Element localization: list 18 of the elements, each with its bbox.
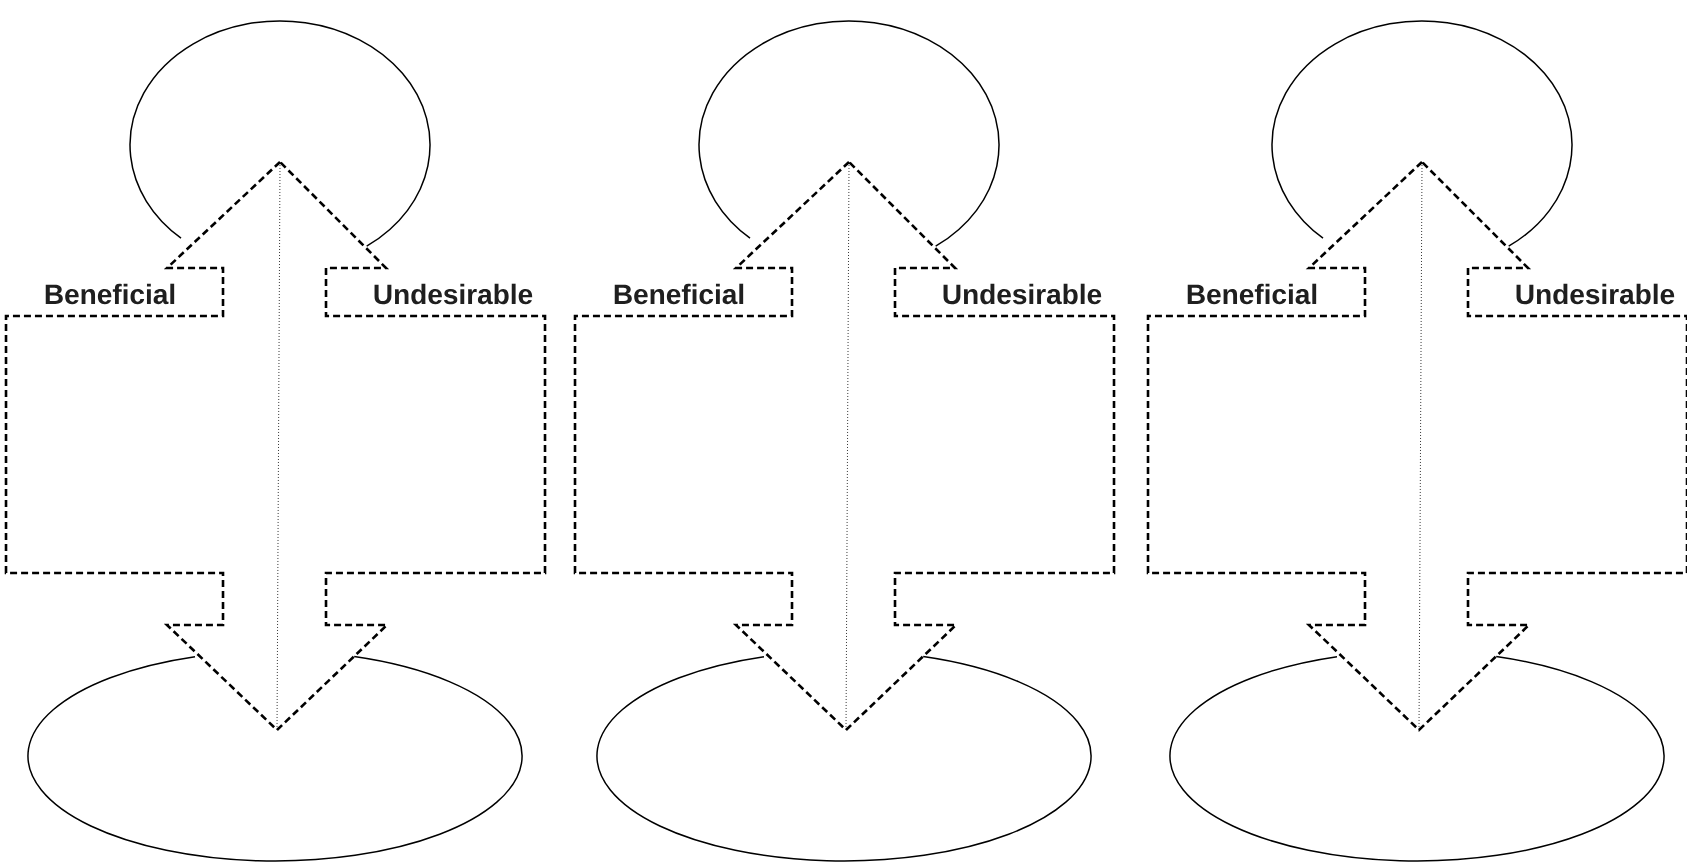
label-text: Beneficial [45,283,175,305]
label-text: Undesirable [1516,283,1675,305]
circle-outline [1271,20,1573,247]
center-line [276,161,281,731]
label-text: Undesirable [943,283,1102,305]
ellipse-outline [1169,655,1665,862]
double-arrow [4,160,547,732]
circle-outline [129,20,431,247]
center-line [845,161,850,731]
label-text: Beneficial [614,283,744,305]
center-line [1418,161,1423,731]
label-text: Beneficial [1187,283,1317,305]
ellipse-outline [596,655,1092,862]
circle-outline [698,20,1000,247]
label-text: Undesirable [374,283,533,305]
ellipse-outline [27,655,523,862]
double-arrow [573,160,1116,732]
double-arrow [1146,160,1687,732]
